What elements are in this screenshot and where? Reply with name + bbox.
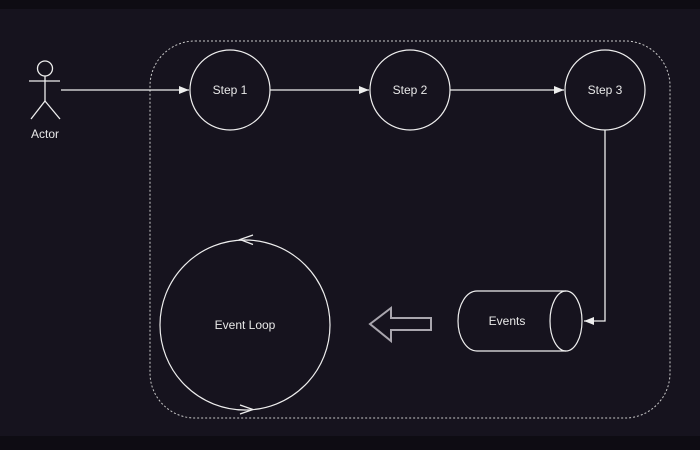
actor-head <box>36 60 54 77</box>
actor-leg-right <box>44 100 61 120</box>
actor-label: Actor <box>31 127 59 141</box>
container-boundary[interactable] <box>149 40 671 419</box>
connector-step3-events[interactable] <box>584 130 606 325</box>
node-step-3-label: Step 3 <box>588 83 623 97</box>
node-step-1-label: Step 1 <box>213 83 248 97</box>
block-arrow-left[interactable] <box>368 305 432 344</box>
events-cylinder-end-cap[interactable] <box>549 290 583 352</box>
event-loop-node[interactable]: Event Loop <box>159 234 331 415</box>
node-step-1[interactable]: Step 1 <box>189 49 271 131</box>
event-loop-circle[interactable] <box>159 239 331 411</box>
actor-shape[interactable] <box>29 60 61 120</box>
events-label: Events <box>489 314 526 328</box>
node-step-2-circle[interactable] <box>369 49 451 131</box>
events-cylinder-body[interactable] <box>457 290 566 352</box>
node-step-3[interactable]: Step 3 <box>564 49 646 131</box>
node-step-2-label: Step 2 <box>393 83 428 97</box>
event-loop-label: Event Loop <box>215 318 276 332</box>
event-loop-arrowhead-bottom <box>239 404 255 415</box>
event-loop-arrowhead-top <box>238 234 254 246</box>
node-step-1-circle[interactable] <box>189 49 271 131</box>
events-cylinder[interactable]: Events <box>457 290 583 352</box>
canvas-background <box>0 9 700 436</box>
node-step-3-circle[interactable] <box>564 49 646 131</box>
actor-leg-left <box>30 100 46 120</box>
node-step-2[interactable]: Step 2 <box>369 49 451 131</box>
